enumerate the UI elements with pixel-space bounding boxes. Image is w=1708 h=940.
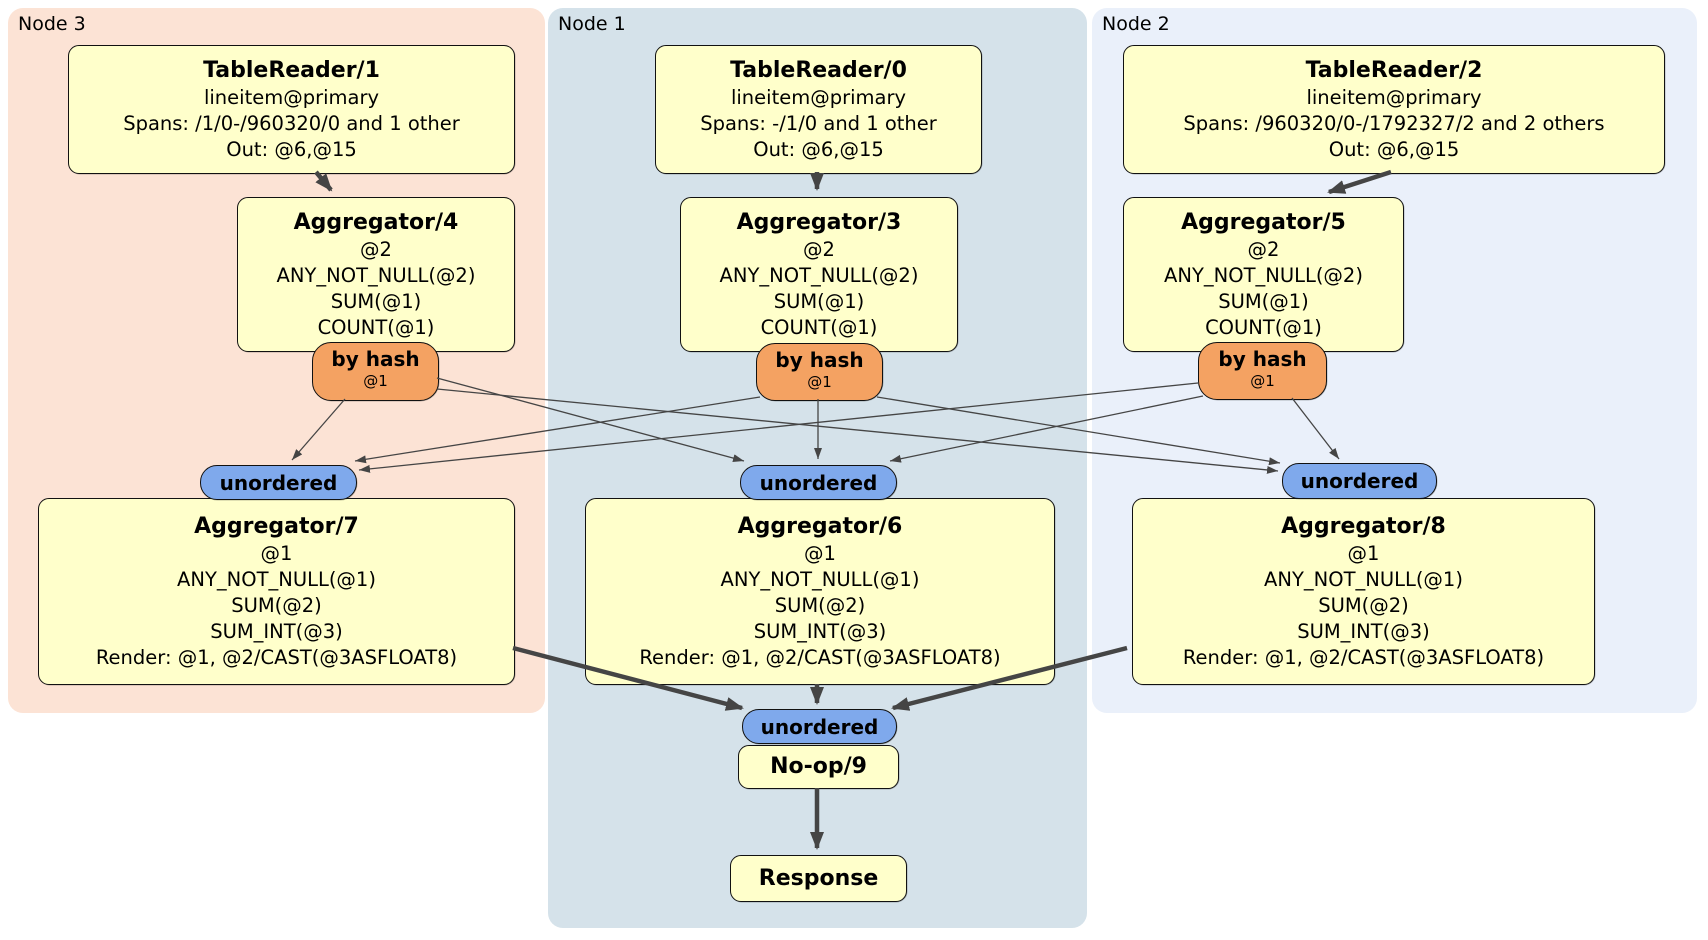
tablereader-1-index: lineitem@primary — [203, 85, 380, 109]
hash-router-node1: by hash @1 — [756, 343, 883, 401]
aggregator-5-fn3: COUNT(@1) — [1205, 315, 1322, 339]
aggregator-8-box: Aggregator/8 @1 ANY_NOT_NULL(@1) SUM(@2)… — [1132, 498, 1595, 685]
aggregator-8-render: Render: @1, @2/CAST(@3ASFLOAT8) — [1182, 645, 1545, 669]
aggregator-6-fn1: ANY_NOT_NULL(@1) — [720, 567, 920, 591]
aggregator-6-fn2: SUM(@2) — [774, 593, 866, 617]
aggregator-3-fn3: COUNT(@1) — [760, 315, 878, 339]
aggregator-7-fn2: SUM(@2) — [231, 593, 322, 617]
noop-title: No-op/9 — [770, 754, 867, 779]
aggregator-8-fn2: SUM(@2) — [1318, 593, 1409, 617]
tablereader-2-index: lineitem@primary — [1306, 85, 1482, 109]
unordered-sync-node3-label: unordered — [219, 470, 338, 495]
aggregator-5-title: Aggregator/5 — [1181, 209, 1346, 235]
aggregator-3-title: Aggregator/3 — [736, 209, 902, 235]
aggregator-4-box: Aggregator/4 @2 ANY_NOT_NULL(@2) SUM(@1)… — [237, 197, 515, 352]
aggregator-7-groupcols: @1 — [260, 541, 293, 565]
aggregator-5-box: Aggregator/5 @2 ANY_NOT_NULL(@2) SUM(@1)… — [1123, 197, 1404, 352]
aggregator-6-groupcols: @1 — [804, 541, 836, 565]
tablereader-0-spans: Spans: -/1/0 and 1 other — [700, 111, 937, 135]
aggregator-3-fn2: SUM(@1) — [773, 289, 865, 313]
aggregator-5-groupcols: @2 — [1247, 237, 1280, 261]
tablereader-1-box: TableReader/1 lineitem@primary Spans: /1… — [68, 45, 515, 174]
aggregator-7-render: Render: @1, @2/CAST(@3ASFLOAT8) — [95, 645, 458, 669]
aggregator-3-fn1: ANY_NOT_NULL(@2) — [719, 263, 919, 287]
tablereader-2-out: Out: @6,@15 — [1328, 137, 1460, 161]
aggregator-6-render: Render: @1, @2/CAST(@3ASFLOAT8) — [639, 645, 1001, 669]
tablereader-0-box: TableReader/0 lineitem@primary Spans: -/… — [655, 45, 982, 174]
unordered-sync-node2: unordered — [1282, 463, 1437, 499]
unordered-sync-node3: unordered — [200, 465, 357, 500]
response-box: Response — [730, 855, 907, 902]
tablereader-2-spans: Spans: /960320/0-/1792327/2 and 2 others — [1183, 111, 1605, 135]
aggregator-4-fn2: SUM(@1) — [330, 289, 422, 313]
aggregator-7-fn3: SUM_INT(@3) — [210, 619, 343, 643]
aggregator-7-fn1: ANY_NOT_NULL(@1) — [177, 567, 376, 591]
unordered-sync-node1: unordered — [740, 465, 897, 500]
aggregator-8-fn1: ANY_NOT_NULL(@1) — [1264, 567, 1463, 591]
hash-router-node1-cols: @1 — [807, 373, 832, 391]
hash-router-node3: by hash @1 — [312, 342, 439, 401]
aggregator-4-fn1: ANY_NOT_NULL(@2) — [276, 263, 476, 287]
aggregator-5-fn1: ANY_NOT_NULL(@2) — [1164, 263, 1363, 287]
tablereader-0-title: TableReader/0 — [730, 57, 907, 83]
aggregator-3-box: Aggregator/3 @2 ANY_NOT_NULL(@2) SUM(@1)… — [680, 197, 958, 352]
hash-router-node3-cols: @1 — [363, 372, 388, 390]
tablereader-1-title: TableReader/1 — [203, 57, 380, 83]
hash-router-node1-label: by hash — [775, 348, 864, 372]
aggregator-8-title: Aggregator/8 — [1281, 513, 1446, 539]
aggregator-4-title: Aggregator/4 — [293, 209, 459, 235]
aggregator-4-fn3: COUNT(@1) — [317, 315, 435, 339]
unordered-sync-final: unordered — [742, 709, 897, 744]
tablereader-1-out: Out: @6,@15 — [226, 137, 357, 161]
tablereader-2-box: TableReader/2 lineitem@primary Spans: /9… — [1123, 45, 1665, 174]
aggregator-6-box: Aggregator/6 @1 ANY_NOT_NULL(@1) SUM(@2)… — [585, 498, 1055, 685]
aggregator-7-box: Aggregator/7 @1 ANY_NOT_NULL(@1) SUM(@2)… — [38, 498, 515, 685]
aggregator-5-fn2: SUM(@1) — [1218, 289, 1309, 313]
response-title: Response — [758, 865, 879, 891]
aggregator-8-fn3: SUM_INT(@3) — [1297, 619, 1430, 643]
hash-router-node2-label: by hash — [1218, 347, 1307, 371]
node-1-label: Node 1 — [558, 13, 626, 35]
hash-router-node2-cols: @1 — [1250, 372, 1275, 390]
aggregator-6-fn3: SUM_INT(@3) — [753, 619, 887, 643]
aggregator-4-groupcols: @2 — [360, 237, 392, 261]
aggregator-7-title: Aggregator/7 — [194, 513, 359, 539]
tablereader-2-title: TableReader/2 — [1305, 57, 1483, 83]
node-3-label: Node 3 — [18, 13, 86, 35]
tablereader-0-index: lineitem@primary — [730, 85, 907, 109]
noop-box: No-op/9 — [738, 745, 899, 789]
aggregator-8-groupcols: @1 — [1347, 541, 1380, 565]
unordered-sync-node2-label: unordered — [1300, 469, 1419, 493]
node-2-label: Node 2 — [1102, 13, 1170, 35]
hash-router-node2: by hash @1 — [1198, 342, 1327, 400]
unordered-sync-final-label: unordered — [760, 714, 879, 739]
tablereader-1-spans: Spans: /1/0-/960320/0 and 1 other — [123, 111, 460, 135]
unordered-sync-node1-label: unordered — [759, 470, 878, 495]
tablereader-0-out: Out: @6,@15 — [753, 137, 884, 161]
aggregator-3-groupcols: @2 — [803, 237, 835, 261]
aggregator-6-title: Aggregator/6 — [737, 513, 903, 539]
hash-router-node3-label: by hash — [331, 347, 420, 371]
